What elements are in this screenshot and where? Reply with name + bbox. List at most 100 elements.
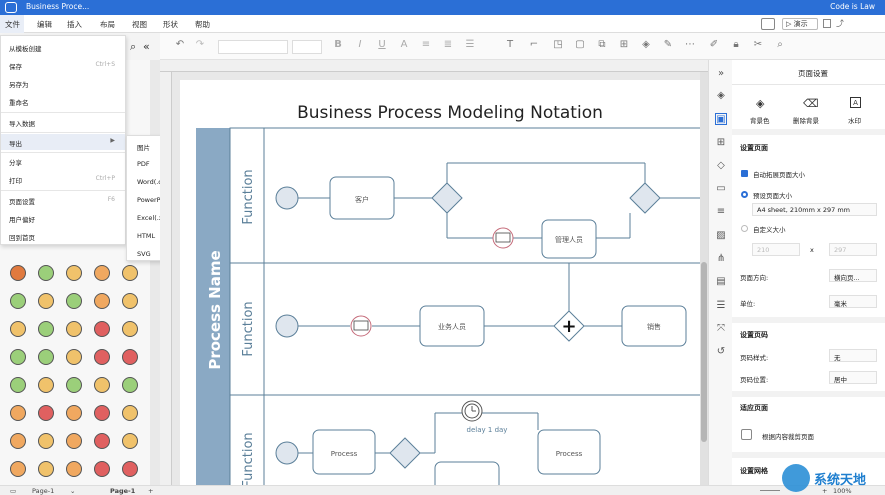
symbol-icon[interactable] [122,349,138,365]
symbol-icon[interactable] [94,321,110,337]
undo-icon[interactable]: ↶ [175,39,185,50]
trash-icon[interactable]: ⌫ [803,97,819,110]
list-icon[interactable]: ☰ [465,39,475,50]
canvas-scrollbar[interactable] [700,72,708,485]
share-icon[interactable]: ⤴ [836,19,844,28]
preset-size-radio[interactable] [741,191,748,198]
symbol-icon[interactable] [10,377,26,393]
symbol-icon[interactable] [66,321,82,337]
add-page-button[interactable]: + [148,487,154,495]
delete-bg-label[interactable]: 删除背景 [793,117,819,125]
menu-item-new-from-template[interactable]: 从模板创建 [9,45,42,53]
chevron-down-icon[interactable]: ⌄ [70,487,76,495]
gateway-diamond[interactable] [389,437,421,469]
pagenum-style-select[interactable]: 无 [829,349,877,362]
symbol-icon[interactable] [38,433,54,449]
orientation-select[interactable]: 横向页... [829,269,877,282]
layers-icon[interactable]: ◇ [717,160,725,171]
task-box[interactable] [541,219,597,259]
task-box[interactable] [312,429,376,475]
menu-file[interactable]: 文件 [5,20,20,29]
zoom-slider[interactable] [760,490,780,491]
height-input[interactable]: 297 [829,243,877,256]
symbol-icon[interactable] [122,433,138,449]
symbol-icon[interactable] [38,405,54,421]
task-box[interactable] [537,429,601,475]
symbol-icon[interactable] [122,461,138,477]
width-input[interactable]: 210 [752,243,800,256]
data-icon[interactable]: ≡ [716,206,726,217]
diagram-page[interactable]: Business Process Modeling Notation Proce… [180,80,700,485]
symbol-icon[interactable] [38,377,54,393]
symbol-icon[interactable] [66,405,82,421]
custom-size-radio[interactable] [741,225,748,232]
task-box[interactable] [329,176,395,220]
present-icon[interactable]: ▭ [716,183,726,194]
symbol-icon[interactable] [10,293,26,309]
align-shapes-icon[interactable]: ⊞ [619,39,629,50]
pool-header[interactable] [196,128,230,485]
font-size-select[interactable] [292,40,322,54]
search-icon[interactable]: ⌕ [777,39,783,50]
paint-bucket-icon[interactable]: ◈ [756,97,765,110]
align-icon[interactable]: ≡ [421,39,431,50]
menu-view[interactable]: 视图 [132,20,147,29]
expand-panel-icon[interactable]: » [717,68,725,79]
menu-edit[interactable]: 编辑 [37,20,52,29]
symbol-icon[interactable] [10,321,26,337]
font-family-select[interactable] [218,40,288,54]
drawing-canvas[interactable]: Business Process Modeling Notation Proce… [172,72,708,485]
symbol-icon[interactable] [66,349,82,365]
lock-icon[interactable]: 🔒︎ [733,39,739,50]
symbol-icon[interactable] [38,293,54,309]
gateway-diamond[interactable] [553,310,585,342]
symbol-icon[interactable] [122,405,138,421]
scrollbar-thumb[interactable] [701,262,707,442]
text-tool-icon[interactable]: T [506,39,514,50]
zoom-level[interactable]: 100% [833,487,852,495]
menu-item-page-setup[interactable]: 页面设置 [9,198,35,206]
attachment-icon[interactable]: ▤ [716,276,726,287]
collapse-panel-icon[interactable]: « [143,40,150,53]
export-html[interactable]: HTML [137,232,156,240]
line-spacing-icon[interactable]: ≣ [443,39,453,50]
symbol-icon[interactable] [94,433,110,449]
pagenum-pos-select[interactable]: 居中 [829,371,877,384]
menu-item-import-data[interactable]: 导入数据 [9,120,35,128]
menu-item-rename[interactable]: 重命名 [9,99,29,107]
page-tab-inactive[interactable]: Page-1 [32,487,55,495]
symbol-icon[interactable] [38,265,54,281]
menu-item-save-as[interactable]: 另存为 [9,81,29,89]
task-box[interactable] [419,305,485,347]
start-event[interactable] [275,314,299,338]
fit-icon[interactable]: ⤧ [717,323,725,334]
menu-insert[interactable]: 插入 [67,20,82,29]
symbol-icon[interactable] [66,461,82,477]
symbol-icon[interactable] [10,433,26,449]
bold-icon[interactable]: B [334,39,342,50]
diagram-title[interactable]: Business Process Modeling Notation [297,103,603,123]
gateway-diamond[interactable] [431,182,463,214]
page-size-select[interactable]: A4 sheet, 210mm x 297 mm [752,203,877,216]
font-color-icon[interactable]: A [400,39,408,50]
export-icon[interactable] [823,19,831,28]
symbol-icon[interactable] [66,293,82,309]
symbol-icon[interactable] [94,349,110,365]
export-image[interactable]: 图片 [137,144,150,152]
bg-color-label[interactable]: 背景色 [750,117,770,125]
start-event[interactable] [275,186,299,210]
page-list-icon[interactable]: ▭ [10,487,17,495]
symbol-icon[interactable] [94,461,110,477]
auto-extend-checkbox[interactable] [741,170,748,177]
symbol-icon[interactable] [94,293,110,309]
library-scrollbar[interactable] [150,60,160,485]
start-event[interactable] [275,441,299,465]
watermark-label[interactable]: 水印 [848,117,861,125]
symbol-icon[interactable] [66,265,82,281]
image-icon[interactable]: ▨ [716,230,726,241]
symbol-icon[interactable] [94,405,110,421]
arrange-icon[interactable]: ◳ [553,39,563,50]
page-setup-icon[interactable]: ▣ [715,113,727,125]
fit-content-label[interactable]: 根据内容裁剪页面 [762,433,814,441]
menu-layout[interactable]: 布局 [100,20,115,29]
